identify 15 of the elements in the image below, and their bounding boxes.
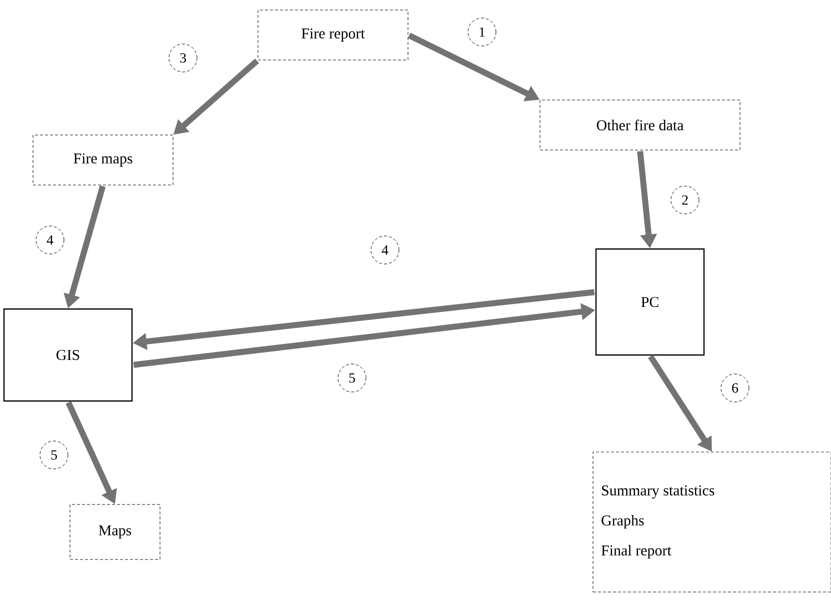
step-number: 5: [338, 364, 366, 392]
data-box: Fire report: [258, 10, 408, 60]
data-box: Other fire data: [540, 100, 740, 150]
step-number: 6: [720, 374, 750, 402]
data-box: Summary statistics Graphs Final report: [592, 452, 831, 592]
step-number: 4: [370, 236, 400, 264]
step-number: 1: [468, 18, 496, 46]
step-number: 3: [168, 44, 198, 72]
data-box: Maps: [70, 504, 160, 560]
process-box: PC: [595, 248, 705, 356]
data-box: Fire maps: [32, 134, 174, 186]
step-number: 4: [36, 226, 64, 254]
step-number: 5: [40, 440, 68, 470]
step-number: 2: [670, 186, 700, 214]
process-box: GIS: [3, 308, 133, 402]
